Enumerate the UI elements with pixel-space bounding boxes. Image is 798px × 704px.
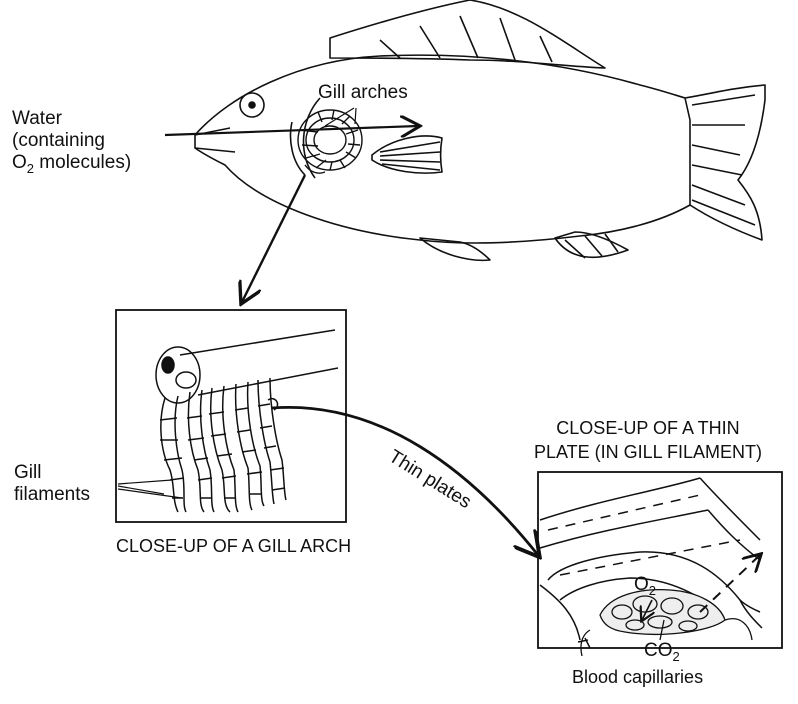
gill-arches-label: Gill arches <box>318 82 408 104</box>
water-label-line2: (containing <box>12 130 131 152</box>
closeup-arch-box <box>116 310 346 522</box>
co2-label: CO2 <box>644 640 680 663</box>
gill-arch-closeup-drawing <box>156 330 338 512</box>
gill-filaments-label: Gill filaments <box>14 462 90 506</box>
gill-filaments-pointer-2 <box>118 489 182 498</box>
water-label-line1: Water <box>12 108 131 130</box>
closeup-plate-caption: CLOSE-UP OF A THIN PLATE (IN GILL FILAME… <box>498 416 798 464</box>
blood-capillaries-label: Blood capillaries <box>572 666 703 688</box>
gill-filaments-pointer-1 <box>118 480 172 484</box>
closeup-arch-arrow <box>242 175 305 302</box>
o2-label: O2 <box>634 574 656 597</box>
water-label-line3: O2 molecules) <box>12 152 131 175</box>
closeup-arch-caption: CLOSE-UP OF A GILL ARCH <box>116 535 351 557</box>
water-label: Water (containing O2 molecules) <box>12 108 131 175</box>
